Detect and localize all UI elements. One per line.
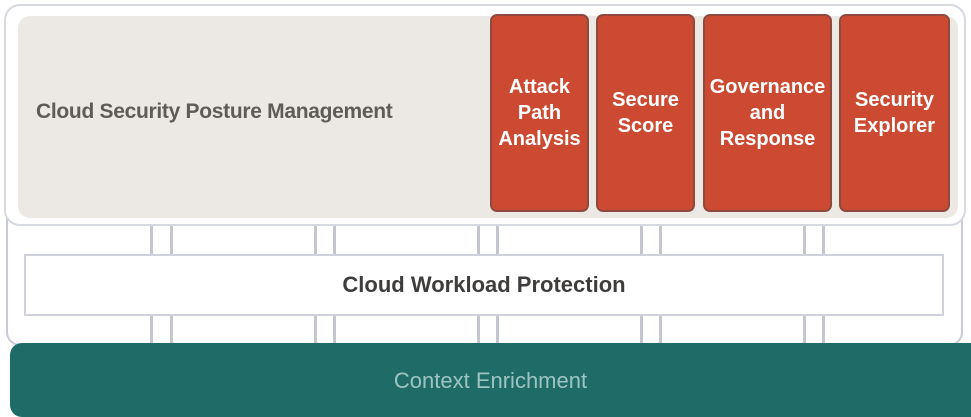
context-enrichment-label: Context Enrichment: [393, 368, 588, 393]
feature-attack-path-analysis: Attack Path Analysis: [490, 14, 589, 212]
cspm-label: Cloud Security Posture Management: [36, 100, 393, 123]
context-enrichment-bar: Context Enrichment: [10, 343, 971, 417]
feature-governance-and-response: Governance and Response: [703, 14, 832, 212]
cwp-label: Cloud Workload Protection: [342, 272, 626, 297]
feature-secure-score: Secure Score: [596, 14, 695, 212]
feature-security-explorer: Security Explorer: [839, 14, 950, 212]
cwp-box: Cloud Workload Protection: [24, 254, 944, 316]
